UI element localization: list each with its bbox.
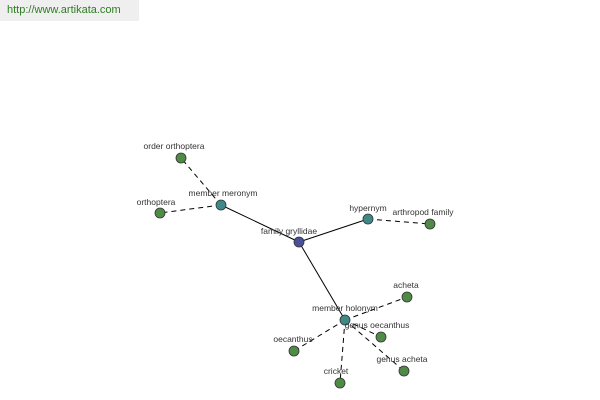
edge-member-holonym-to-genus-acheta (344, 319, 405, 372)
label-arthropod-family: arthropod family (393, 207, 455, 217)
edge-member-meronym-to-orthoptera (159, 204, 222, 214)
edge-hypernym-to-arthropod-family (367, 218, 431, 225)
node-genus-oecanthus[interactable] (375, 331, 387, 343)
label-hypernym: hypernym (349, 203, 386, 213)
graph-edges (159, 157, 431, 384)
node-member-holonym[interactable] (339, 314, 351, 326)
label-member-meronym: member meronym (189, 188, 258, 198)
label-genus-acheta: genus acheta (376, 354, 427, 364)
label-oecanthus: oecanthus (273, 334, 312, 344)
node-orthoptera[interactable] (154, 207, 166, 219)
edge-member-holonym-to-genus-oecanthus (344, 319, 382, 338)
edge-member-holonym-to-acheta (344, 296, 408, 321)
label-order-orthoptera: order orthoptera (144, 141, 205, 151)
edge-family-gryllidae-to-member-meronym (220, 204, 300, 243)
graph-nodes (154, 152, 436, 389)
edge-family-gryllidae-to-member-holonym (298, 241, 346, 321)
edge-member-holonym-to-cricket (339, 319, 346, 384)
node-arthropod-family[interactable] (424, 218, 436, 230)
edge-member-holonym-to-oecanthus (293, 319, 346, 352)
label-orthoptera: orthoptera (137, 197, 176, 207)
node-genus-acheta[interactable] (398, 365, 410, 377)
node-acheta[interactable] (401, 291, 413, 303)
node-order-orthoptera[interactable] (175, 152, 187, 164)
source-url-link[interactable]: http://www.artikata.com (0, 0, 139, 21)
node-member-meronym[interactable] (215, 199, 227, 211)
graph-labels: order orthoptera orthoptera arthropod fami… (137, 141, 455, 376)
label-genus-oecanthus: genus oecanthus (345, 320, 410, 330)
node-oecanthus[interactable] (288, 345, 300, 357)
node-family-gryllidae[interactable] (293, 236, 305, 248)
label-acheta: acheta (393, 280, 419, 290)
node-hypernym[interactable] (362, 213, 374, 225)
edge-member-meronym-to-order-orthoptera (180, 157, 222, 206)
label-member-holonym: member holonym (312, 303, 378, 313)
label-cricket: cricket (324, 366, 349, 376)
edge-family-gryllidae-to-hypernym (298, 218, 369, 243)
node-cricket[interactable] (334, 377, 346, 389)
label-family-gryllidae: family gryllidae (261, 226, 317, 236)
